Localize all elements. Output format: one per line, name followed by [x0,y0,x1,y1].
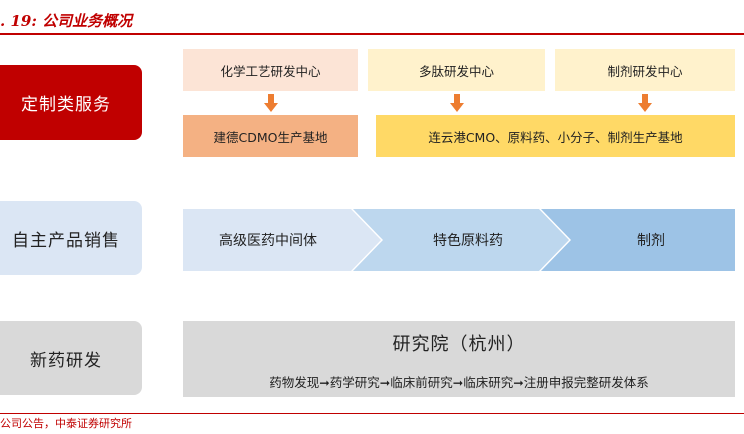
category-own-products-label: 自主产品销售 [12,230,120,251]
research-institute: 研究院（杭州） [392,334,526,355]
chain-step-intermediates-label: 高级医药中间体 [219,233,317,249]
chain-step-api: 特色原料药 [383,209,553,271]
chain-step-formulation: 制剂 [571,209,731,271]
rd-center-chemical: 化学工艺研发中心 [183,49,358,91]
chain-step-api-label: 特色原料药 [433,233,503,249]
production-base-jiande: 建德CDMO生产基地 [183,115,358,157]
figure-title: . 19: 公司业务概况 [0,12,133,30]
rd-center-chemical-label: 化学工艺研发中心 [220,63,321,79]
source-note: 公司公告，中泰证券研究所 [0,417,132,430]
rd-center-peptide: 多肽研发中心 [368,49,545,91]
rd-center-formulation-label: 制剂研发中心 [607,63,683,79]
research-pipeline: 药物发现➞药学研究➞临床前研究➞临床研究➞注册申报完整研发体系 [269,375,649,390]
research-panel [183,321,735,397]
category-custom-label: 定制类服务 [21,95,111,115]
arrow-down-icon [264,94,278,112]
chevron-intermediates [183,209,381,271]
arrow-down-icon [638,94,652,112]
chain-step-intermediates: 高级医药中间体 [183,209,353,271]
category-new-drug-label: 新药研发 [30,350,102,371]
chain-step-formulation-label: 制剂 [637,233,665,249]
category-custom-service: 定制类服务 [0,65,142,140]
rd-center-formulation: 制剂研发中心 [555,49,735,91]
category-new-drug: 新药研发 [0,321,142,395]
footer-divider [0,413,744,414]
chevron-formulation [541,209,735,271]
production-base-lianyungang: 连云港CMO、原料药、小分子、制剂生产基地 [376,115,735,157]
arrow-down-icon [450,94,464,112]
production-base-jiande-label: 建德CDMO生产基地 [213,129,328,145]
rd-center-peptide-label: 多肽研发中心 [418,63,494,79]
category-own-products: 自主产品销售 [0,201,142,275]
product-chain-chevrons [183,209,735,271]
production-base-lianyungang-label: 连云港CMO、原料药、小分子、制剂生产基地 [428,129,683,145]
title-divider [0,33,744,35]
chevron-api [353,209,569,271]
